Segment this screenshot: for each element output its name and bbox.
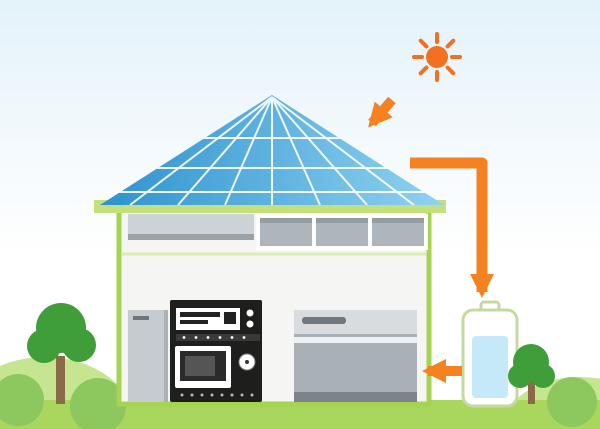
stove-button	[206, 336, 210, 339]
battery-charge-level	[472, 336, 508, 398]
stove-base-dot	[220, 393, 224, 397]
stove-button	[218, 336, 222, 339]
dishwasher-front	[294, 334, 417, 392]
tree-canopy	[508, 364, 532, 388]
cabinet	[128, 310, 168, 402]
stove-button	[194, 336, 198, 339]
tree-canopy	[531, 364, 555, 388]
sun-core	[426, 46, 448, 68]
stove-base-dot	[210, 393, 214, 397]
stove-base-dot	[180, 393, 184, 397]
cabinet-shade	[164, 310, 168, 402]
windows	[256, 214, 428, 250]
stove-button	[182, 336, 186, 339]
range-hood	[128, 214, 254, 234]
energy-arrow-sun-to-roof	[368, 96, 396, 128]
tree-icon	[508, 344, 555, 404]
stove-knob	[246, 309, 254, 317]
window-pane-shade	[372, 218, 424, 223]
stove-display-bar	[180, 320, 208, 324]
tree-canopy	[27, 329, 61, 363]
tree-canopy	[62, 328, 96, 362]
range-hood-lip	[128, 234, 254, 240]
sun-icon	[412, 32, 462, 82]
stove-display-bar	[180, 312, 220, 317]
dishwasher	[294, 310, 417, 402]
cabinet-body	[128, 310, 168, 402]
energy-arrow-roof-to-battery	[410, 157, 494, 298]
window-pane-shade	[316, 218, 368, 223]
dishwasher-handle	[302, 317, 346, 324]
stove-base-dot	[200, 393, 204, 397]
stove-base-dot	[190, 393, 194, 397]
house	[116, 207, 432, 407]
oven-knob-dot	[245, 360, 249, 364]
stove-base-dot	[230, 393, 234, 397]
stove-button	[230, 336, 234, 339]
bush-icon	[70, 378, 126, 429]
stove-button-row	[176, 334, 260, 341]
stove-display-block	[224, 312, 236, 324]
dishwasher-kickplate	[294, 392, 417, 402]
stove-button	[242, 336, 246, 339]
bush-icon	[547, 377, 597, 427]
stove-base-dot	[250, 393, 254, 397]
oven-window-inner	[185, 356, 215, 376]
dishwasher-strip	[294, 337, 417, 343]
cabinet-handle	[133, 316, 149, 320]
tree-icon	[27, 303, 96, 404]
window-pane-shade	[260, 218, 312, 223]
bush-icon	[0, 374, 44, 426]
battery	[461, 300, 519, 408]
stove-knob	[246, 320, 254, 328]
stove	[170, 300, 262, 402]
sun-rays	[412, 32, 462, 82]
tree-trunk	[56, 356, 65, 404]
stove-base-dot	[240, 393, 244, 397]
tree-trunk	[528, 378, 535, 404]
